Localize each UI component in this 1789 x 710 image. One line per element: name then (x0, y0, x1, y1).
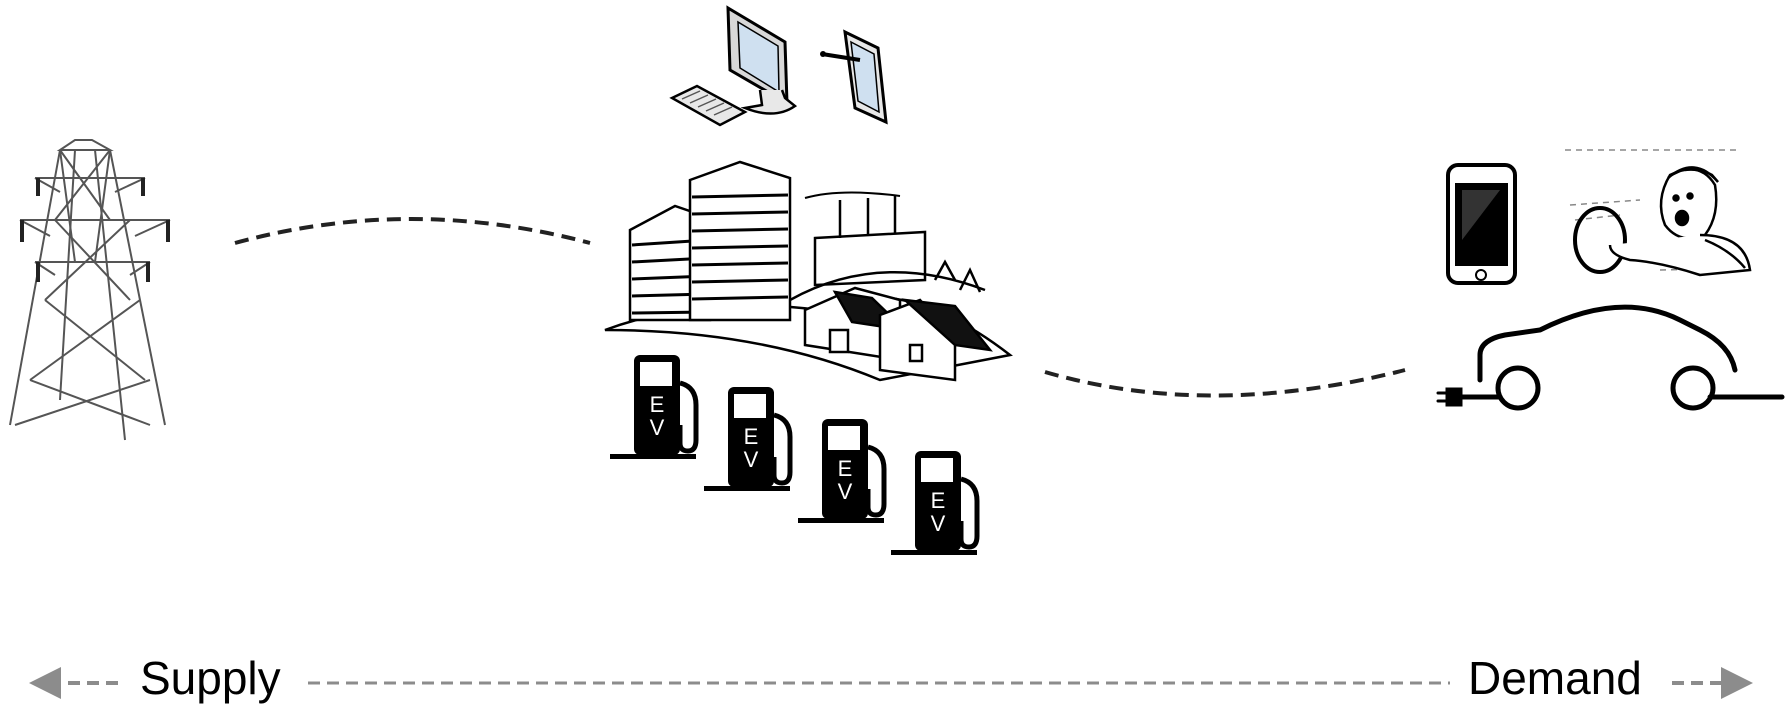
ev-charging-station-icon: EV (891, 451, 977, 555)
ev-letter-top: E (838, 456, 853, 481)
smartphone-icon (1448, 165, 1515, 283)
tablet-stylus-icon (820, 32, 886, 122)
supply-link-curve (235, 219, 590, 243)
ev-letter-top: E (744, 424, 759, 449)
ev-letter-bottom: V (931, 511, 946, 536)
supply-label: Supply (140, 655, 281, 701)
city-buildings-icon (605, 162, 1010, 380)
happy-driver-icon (1565, 150, 1750, 275)
ev-letter-bottom: V (744, 447, 759, 472)
demand-link-curve (1045, 370, 1405, 396)
electric-car-plug-icon (1438, 307, 1782, 408)
transmission-tower-icon (10, 140, 170, 440)
ev-charging-station-icon: EV (704, 387, 790, 491)
ev-letter-top: E (931, 488, 946, 513)
ev-letter-bottom: V (650, 415, 665, 440)
ev-letter-top: E (650, 392, 665, 417)
ev-letter-bottom: V (838, 479, 853, 504)
ev-charging-station-icon: EV (798, 419, 884, 523)
demand-label: Demand (1468, 655, 1642, 701)
desktop-computer-icon (672, 8, 795, 125)
ev-charging-station-icon: EV (610, 355, 696, 459)
